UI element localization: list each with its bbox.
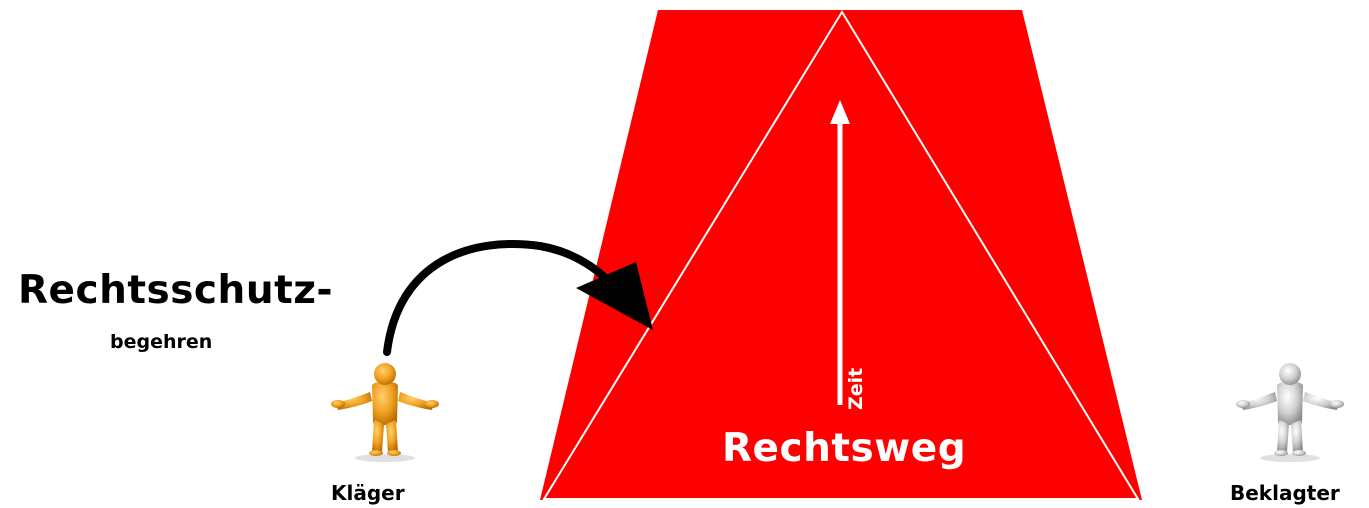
defendant-figure [1236,363,1344,462]
request-subtitle: begehren [110,331,213,353]
plaintiff-label: Kläger [331,481,405,505]
time-arrow [830,100,850,405]
plaintiff-figure [331,363,439,462]
legal-path-triangle [542,10,1140,500]
request-arrow [383,239,653,356]
request-title: Rechtsschutz- [18,268,334,313]
legal-path-label: Rechtsweg [722,426,967,471]
time-label: Zeit [845,367,867,410]
defendant-label: Beklagter [1230,481,1340,505]
